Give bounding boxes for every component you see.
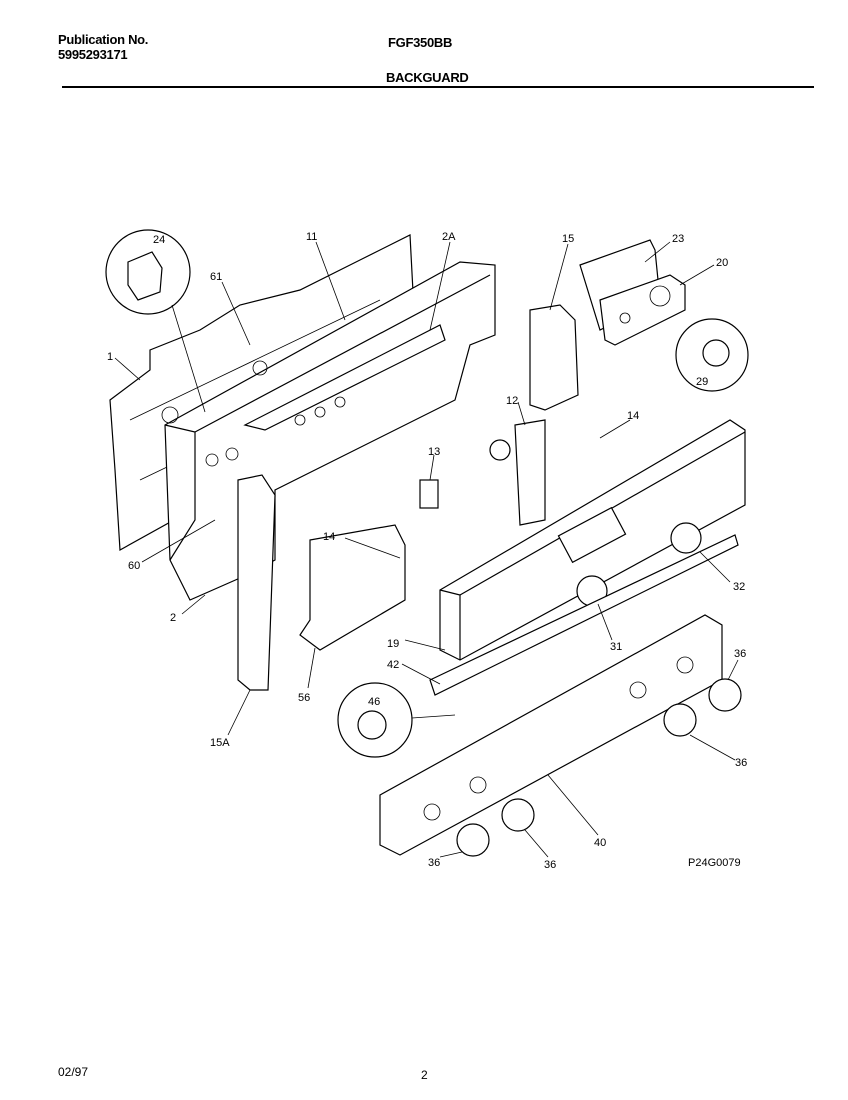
center-bracket [514,419,546,526]
callout-19: 19 [387,638,399,650]
limit-switch [489,439,511,461]
publication-number: 5995293171 [58,47,128,62]
knob-36-d [456,823,490,857]
knob-32 [670,522,702,554]
knob-36-b [663,703,697,737]
callout-36b: 36 [735,757,747,769]
callout-56: 56 [298,692,310,704]
callout-11: 11 [306,231,317,243]
diagram-code: P24G0079 [688,857,741,869]
callout-23: 23 [672,233,684,245]
callout-61: 61 [210,271,222,283]
header-rule [62,86,814,88]
callout-29: 29 [696,376,708,388]
callout-40: 40 [594,837,606,849]
callout-36c: 36 [544,859,556,871]
trim-strip [429,534,739,696]
callout-36d: 36 [428,857,440,869]
callout-36a: 36 [734,648,746,660]
callout-13: 13 [428,446,440,458]
callout-12: 12 [506,395,518,407]
lower-cover [299,524,406,651]
callout-42: 42 [387,659,399,671]
clock-module [599,274,686,346]
section-title: BACKGUARD [386,70,469,85]
callout-60: 60 [128,560,140,572]
manifold-panel [379,614,723,856]
model-number: FGF350BB [388,35,453,50]
knob-36-c [501,798,535,832]
callout-24: 24 [153,234,165,246]
callout-15a: 15A [210,737,230,749]
side-rail-left [237,474,276,691]
page-number: 2 [421,1068,428,1082]
callout-14b: 14 [323,531,335,543]
callout-46: 46 [368,696,380,708]
callout-1: 1 [107,351,113,363]
side-bracket-right [529,304,579,411]
callout-14a: 14 [627,410,639,422]
callout-15: 15 [562,233,574,245]
publication-label: Publication No. [58,32,149,47]
knob-36-a [708,678,742,712]
callout-20: 20 [716,257,728,269]
callout-32: 32 [733,581,745,593]
callout-31: 31 [610,641,622,653]
callout-2: 2 [170,612,176,624]
footer-date: 02/97 [58,1065,89,1079]
callout-2a: 2A [442,231,456,243]
